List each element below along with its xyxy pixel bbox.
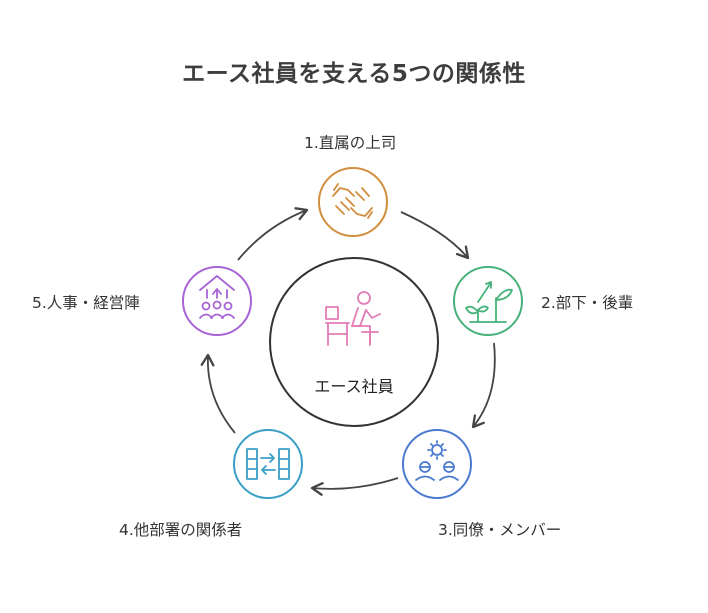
- node-3-label: 3.同僚・メンバー: [438, 521, 562, 539]
- node-4-label: 4.他部署の関係者: [119, 521, 243, 539]
- cycle-arrow-2-to-3: [471, 342, 496, 429]
- node-4-circle[interactable]: [233, 429, 303, 499]
- node-5-label: 5.人事・経営陣: [32, 294, 140, 312]
- center-label: エース社員: [314, 377, 394, 396]
- page-title: エース社員を支える5つの関係性: [182, 61, 526, 87]
- node-1-label: 1.直属の上司: [304, 134, 397, 152]
- person-at-desk-icon: [325, 291, 381, 346]
- cycle-arrow-4-to-5: [200, 353, 236, 434]
- exchange-arrows-icon: [246, 448, 290, 480]
- node-2-label: 2.部下・後輩: [541, 294, 634, 312]
- center-circle: [269, 257, 439, 427]
- team-gear-icon: [415, 440, 459, 481]
- cycle-arrow-1-to-2: [400, 211, 470, 260]
- growing-plant-icon: [465, 281, 513, 323]
- node-3-circle[interactable]: [402, 429, 472, 499]
- cycle-arrow-3-to-4: [310, 477, 399, 496]
- handshake-icon: [332, 183, 373, 219]
- node-1-circle[interactable]: [318, 167, 388, 237]
- node-2-circle[interactable]: [453, 266, 523, 336]
- cycle-arrow-5-to-1: [237, 207, 309, 261]
- group-upward-icon: [199, 275, 235, 319]
